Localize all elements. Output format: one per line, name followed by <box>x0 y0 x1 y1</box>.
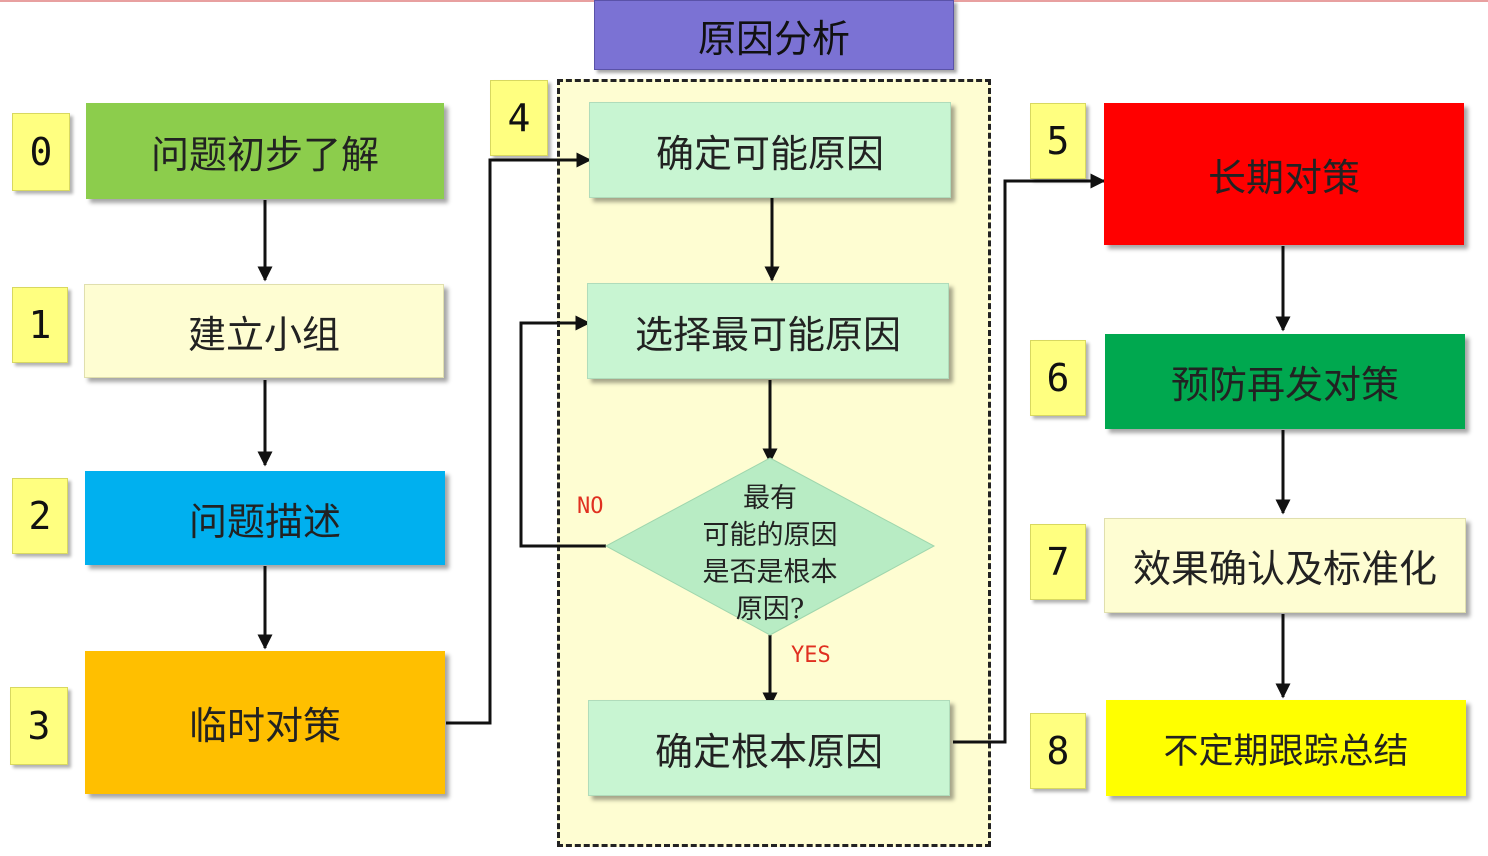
decision-line-3: 是否是根本 <box>702 557 838 588</box>
possible-causes-box: 确定可能原因 <box>589 102 951 198</box>
arrow-no-loop <box>519 315 606 548</box>
step-number-2: 2 <box>12 478 68 554</box>
step-2-box: 问题描述 <box>85 471 445 565</box>
step-8-box: 不定期跟踪总结 <box>1106 700 1466 796</box>
step-number-4: 4 <box>490 80 548 156</box>
step-number-5: 5 <box>1030 103 1086 179</box>
most-likely-cause-box: 选择最可能原因 <box>587 283 949 379</box>
step-2-label: 问题描述 <box>188 499 341 544</box>
arrow-3-to-4 <box>446 152 592 725</box>
step-number-7: 7 <box>1030 524 1086 600</box>
decision-line-2: 可能的原因 <box>702 520 838 551</box>
step-7-box: 效果确认及标准化 <box>1104 518 1466 613</box>
decision-diamond <box>604 457 936 636</box>
step-number-6: 6 <box>1030 340 1086 416</box>
step-number-1: 1 <box>12 287 68 363</box>
step-1-label: 建立小组 <box>187 312 340 357</box>
yes-label: YES <box>791 643 831 668</box>
decision-line-1: 最有 <box>743 483 797 514</box>
step-6-label: 预防再发对策 <box>1170 363 1399 407</box>
step-3-label: 临时对策 <box>188 704 341 748</box>
step-6-box: 预防再发对策 <box>1105 334 1465 429</box>
most-likely-cause-label: 选择最可能原因 <box>634 312 901 357</box>
step-5-box: 长期对策 <box>1104 103 1464 245</box>
step-number-8: 8 <box>1030 713 1086 789</box>
step-5-label: 长期对策 <box>1207 155 1360 200</box>
step-0-box: 问题初步了解 <box>86 103 444 199</box>
possible-causes-label: 确定可能原因 <box>655 131 884 176</box>
analysis-title: 原因分析 <box>594 0 954 70</box>
step-number-0: 0 <box>12 113 70 191</box>
step-8-label: 不定期跟踪总结 <box>1163 731 1409 772</box>
root-cause-box: 确定根本原因 <box>588 700 950 796</box>
step-number-3: 3 <box>10 687 68 765</box>
root-cause-label: 确定根本原因 <box>654 729 883 774</box>
step-3-box: 临时对策 <box>85 651 445 794</box>
decision-line-4: 原因? <box>735 594 805 625</box>
step-0-label: 问题初步了解 <box>150 132 379 177</box>
step-1-box: 建立小组 <box>84 284 444 378</box>
step-7-label: 效果确认及标准化 <box>1132 547 1437 591</box>
decision-text: 最有 可能的原因 是否是根本 原因? <box>660 480 880 628</box>
no-label: NO <box>577 494 604 519</box>
arrow-root-to-5 <box>953 173 1106 744</box>
